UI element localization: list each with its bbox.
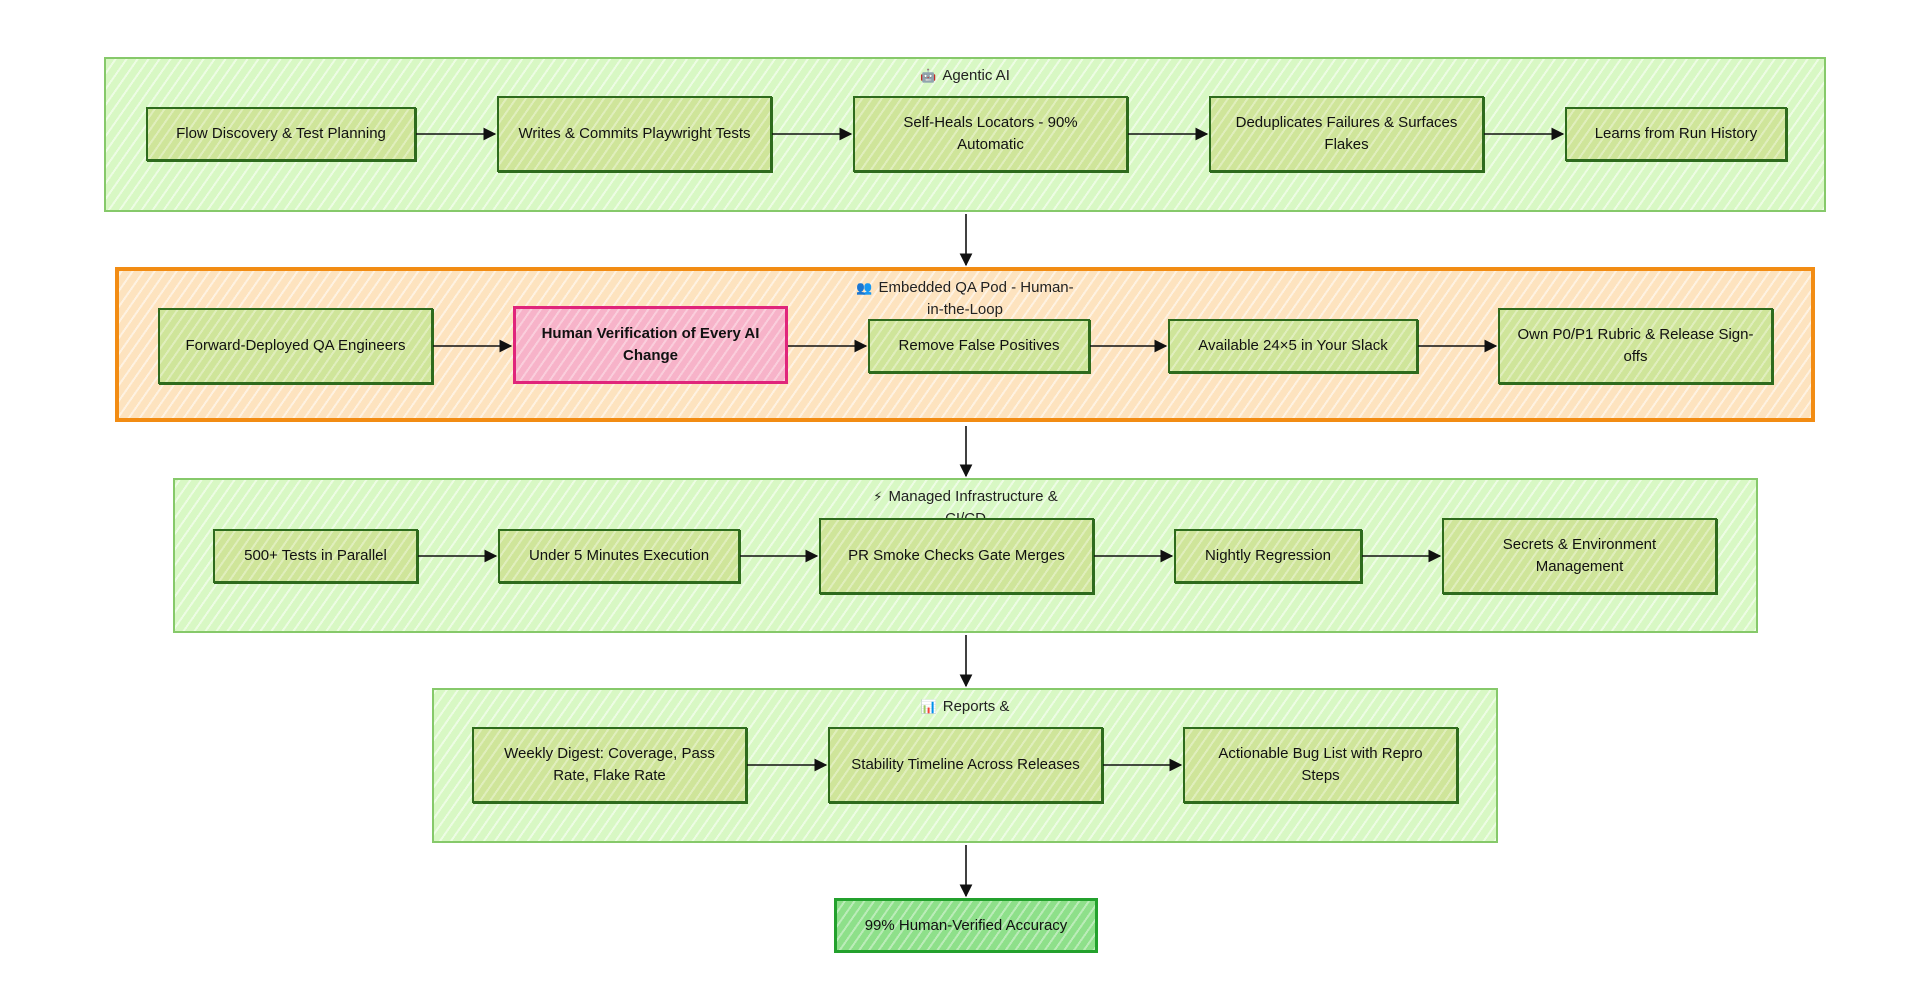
- robot-icon: 🤖: [920, 68, 937, 83]
- node-actionable-bug-list[interactable]: Actionable Bug List with Repro Steps: [1183, 727, 1458, 803]
- lightning-icon: ⚡: [873, 489, 883, 504]
- node-nightly-regression[interactable]: Nightly Regression: [1174, 529, 1362, 583]
- node-secrets-environment[interactable]: Secrets & Environment Management: [1442, 518, 1717, 594]
- node-remove-false-positives[interactable]: Remove False Positives: [868, 319, 1090, 373]
- group-title-text: Agentic AI: [942, 67, 1010, 84]
- node-writes-commits[interactable]: Writes & Commits Playwright Tests: [497, 96, 772, 172]
- group-title-text: Embedded QA Pod - Human-in-the-Loop: [878, 279, 1074, 318]
- node-stability-timeline[interactable]: Stability Timeline Across Releases: [828, 727, 1103, 803]
- node-human-verification[interactable]: Human Verification of Every AI Change: [513, 306, 788, 384]
- group-title-reports: 📊 Reports &: [855, 696, 1075, 718]
- people-icon: 👥: [856, 280, 873, 295]
- node-tests-parallel[interactable]: 500+ Tests in Parallel: [213, 529, 418, 583]
- group-title-qa-pod: 👥 Embedded QA Pod - Human-in-the-Loop: [855, 277, 1075, 321]
- node-learns-history[interactable]: Learns from Run History: [1565, 107, 1787, 161]
- node-self-heals[interactable]: Self-Heals Locators - 90% Automatic: [853, 96, 1128, 172]
- group-title-text: Reports &: [942, 698, 1010, 715]
- node-flow-discovery[interactable]: Flow Discovery & Test Planning: [146, 107, 416, 161]
- node-under-5-minutes[interactable]: Under 5 Minutes Execution: [498, 529, 740, 583]
- node-final-accuracy[interactable]: 99% Human-Verified Accuracy: [834, 898, 1098, 953]
- bar-chart-icon: 📊: [920, 699, 937, 714]
- node-forward-deployed[interactable]: Forward-Deployed QA Engineers: [158, 308, 433, 384]
- node-own-rubric[interactable]: Own P0/P1 Rubric & Release Sign-offs: [1498, 308, 1773, 384]
- node-pr-smoke-checks[interactable]: PR Smoke Checks Gate Merges: [819, 518, 1094, 594]
- group-title-agentic-ai: 🤖 Agentic AI: [855, 65, 1075, 87]
- node-weekly-digest[interactable]: Weekly Digest: Coverage, Pass Rate, Flak…: [472, 727, 747, 803]
- node-deduplicates[interactable]: Deduplicates Failures & Surfaces Flakes: [1209, 96, 1484, 172]
- node-available-slack[interactable]: Available 24×5 in Your Slack: [1168, 319, 1418, 373]
